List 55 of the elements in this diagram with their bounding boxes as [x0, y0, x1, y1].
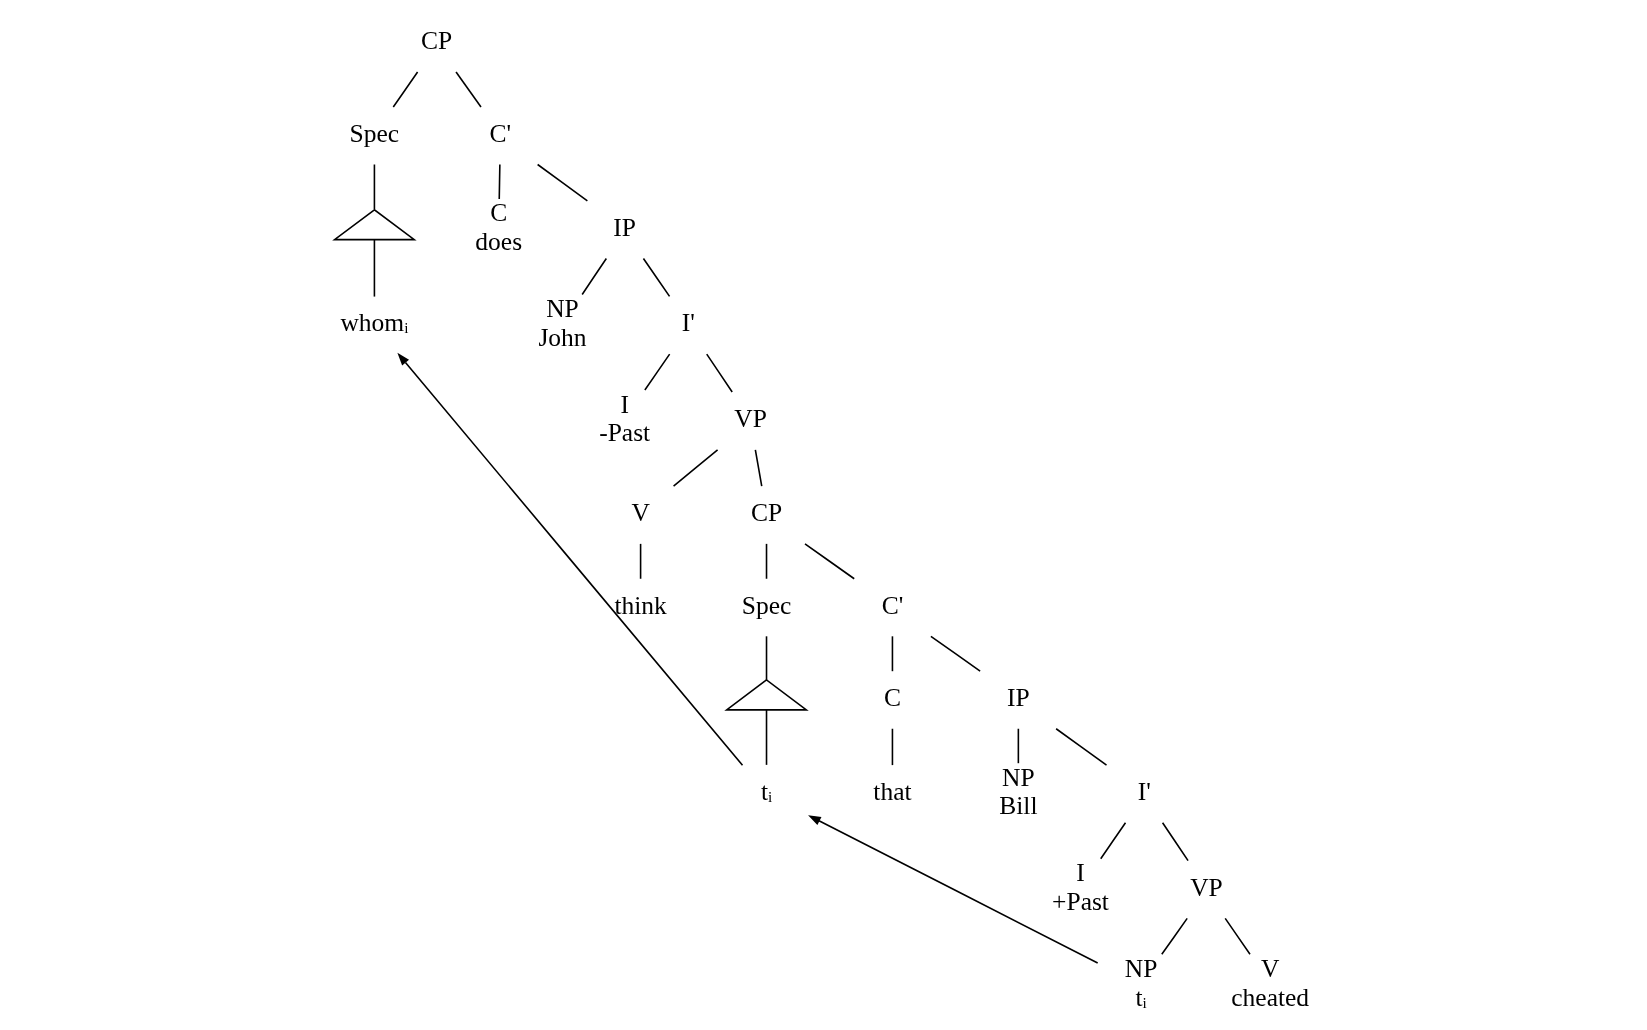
arrow [808, 815, 1099, 964]
node-text: NP tᵢ [1124, 953, 1158, 1012]
node-text: tᵢ [760, 776, 773, 806]
connector [930, 635, 981, 672]
node-triangle [332, 208, 417, 241]
connector [455, 71, 482, 108]
connector [373, 239, 376, 298]
connector [765, 709, 768, 766]
connector [373, 163, 376, 210]
connector [705, 353, 733, 393]
node-text: IP [613, 212, 636, 242]
connector [536, 163, 589, 202]
node-text: that [873, 776, 912, 806]
node-text: V [631, 498, 650, 528]
connector [581, 257, 608, 296]
node-text: VP [1190, 872, 1223, 902]
connector [1224, 917, 1251, 956]
node-text: C' [881, 590, 904, 620]
connector [672, 449, 719, 487]
node-text: I +Past [1052, 858, 1109, 916]
connector [639, 543, 642, 580]
node-text: Spec [741, 590, 792, 620]
node-text: VP [734, 404, 767, 434]
node-text: NP Bill [999, 762, 1038, 821]
connector [891, 727, 894, 766]
node-text: CP [420, 26, 453, 56]
connector [804, 543, 855, 580]
connector [1099, 821, 1127, 860]
connector [765, 543, 768, 580]
node-text: C' [489, 118, 512, 148]
connector [1161, 917, 1188, 956]
node-text: think [614, 590, 667, 620]
connector [392, 71, 419, 108]
connector [498, 163, 501, 200]
node-text: Spec [349, 118, 400, 148]
connector [644, 353, 671, 391]
node-text: C [883, 682, 901, 712]
node-text: I' [681, 308, 695, 338]
connector [754, 449, 763, 487]
node-text: V cheated [1231, 953, 1310, 1012]
node-text: CP [750, 498, 783, 528]
node-triangle [724, 678, 809, 711]
node-text: I' [1137, 776, 1151, 806]
connector [1017, 727, 1020, 764]
node-text: C does [475, 198, 523, 257]
arrow [397, 352, 744, 767]
connector [1161, 821, 1189, 862]
node-text: I -Past [599, 389, 651, 448]
connector [891, 635, 894, 672]
node-text: NP John [538, 294, 587, 352]
connector [1055, 727, 1108, 766]
node-text: whomᵢ [340, 308, 409, 338]
node-text: IP [1007, 682, 1030, 712]
connector [765, 635, 768, 681]
connector [642, 257, 671, 298]
